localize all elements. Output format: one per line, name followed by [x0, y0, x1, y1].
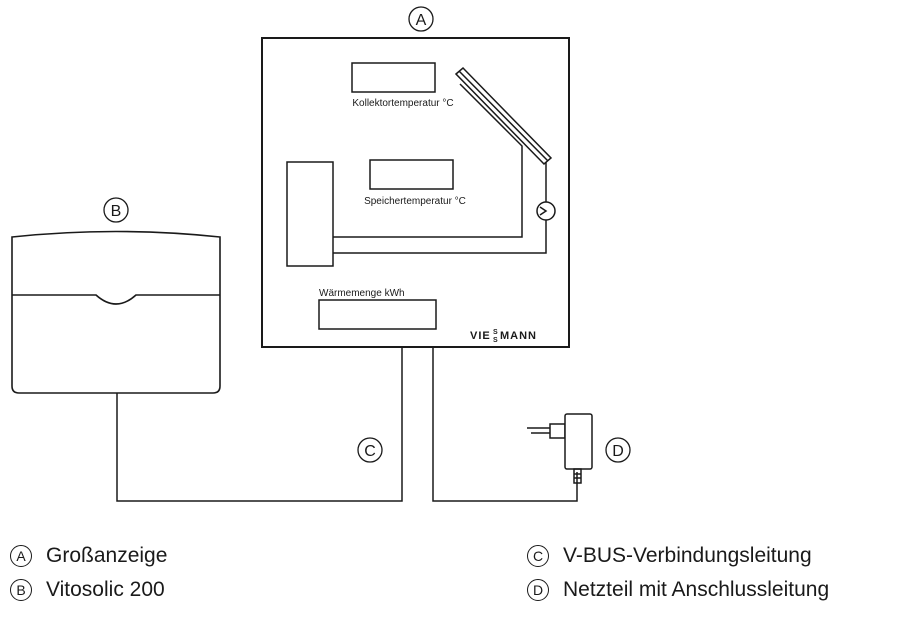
collector-piping [333, 83, 547, 254]
svg-text:S: S [493, 329, 498, 336]
legend-marker-d: D [527, 579, 549, 601]
svg-text:D: D [612, 443, 624, 460]
collector-temperature-label: Kollektortemperatur °C [352, 98, 453, 109]
svg-text:S: S [493, 337, 498, 344]
legend-text-d: Netzteil mit Anschlussleitung [563, 578, 830, 601]
legend-item-b: B Vitosolic 200 [10, 578, 165, 602]
large-display-panel: Kollektortemperatur °C Speichertemperatu… [261, 37, 570, 348]
viessmann-logo: VIE S S MANN [470, 329, 537, 344]
marker-b: B [103, 197, 129, 223]
collector-temperature-field [351, 62, 436, 93]
legend-marker-c: C [527, 545, 549, 567]
storage-tank-icon [286, 161, 334, 267]
system-diagram: A Kollektortemperatur °C Speichertempera… [11, 6, 631, 502]
svg-text:VIE: VIE [470, 330, 491, 342]
svg-text:C: C [364, 443, 376, 460]
svg-text:MANN: MANN [500, 330, 537, 342]
heat-quantity-field [318, 299, 437, 330]
power-supply-icon [527, 413, 593, 484]
heat-quantity-label: Wärmemenge kWh [319, 288, 405, 299]
vitosolic-controller [11, 230, 221, 394]
storage-temperature-field [369, 159, 454, 190]
legend-item-c: C V-BUS-Verbindungsleitung [527, 544, 812, 568]
storage-temperature-label: Speichertemperatur °C [364, 196, 466, 207]
legend-text-b: Vitosolic 200 [46, 578, 165, 601]
legend-marker-b: B [10, 579, 32, 601]
legend-text-c: V-BUS-Verbindungsleitung [563, 544, 812, 567]
solar-collector-icon [454, 66, 553, 166]
pump-icon [536, 201, 556, 221]
legend-item-d: D Netzteil mit Anschlussleitung [527, 578, 829, 602]
legend-item-a: A Großanzeige [10, 544, 167, 568]
vbus-cable [116, 347, 403, 502]
svg-text:B: B [111, 203, 122, 220]
power-supply-cable [432, 347, 578, 502]
marker-d: D [605, 437, 631, 463]
legend-text-a: Großanzeige [46, 544, 168, 567]
svg-text:A: A [416, 12, 427, 29]
marker-a: A [408, 6, 434, 32]
marker-c: C [357, 437, 383, 463]
legend-marker-a: A [10, 545, 32, 567]
